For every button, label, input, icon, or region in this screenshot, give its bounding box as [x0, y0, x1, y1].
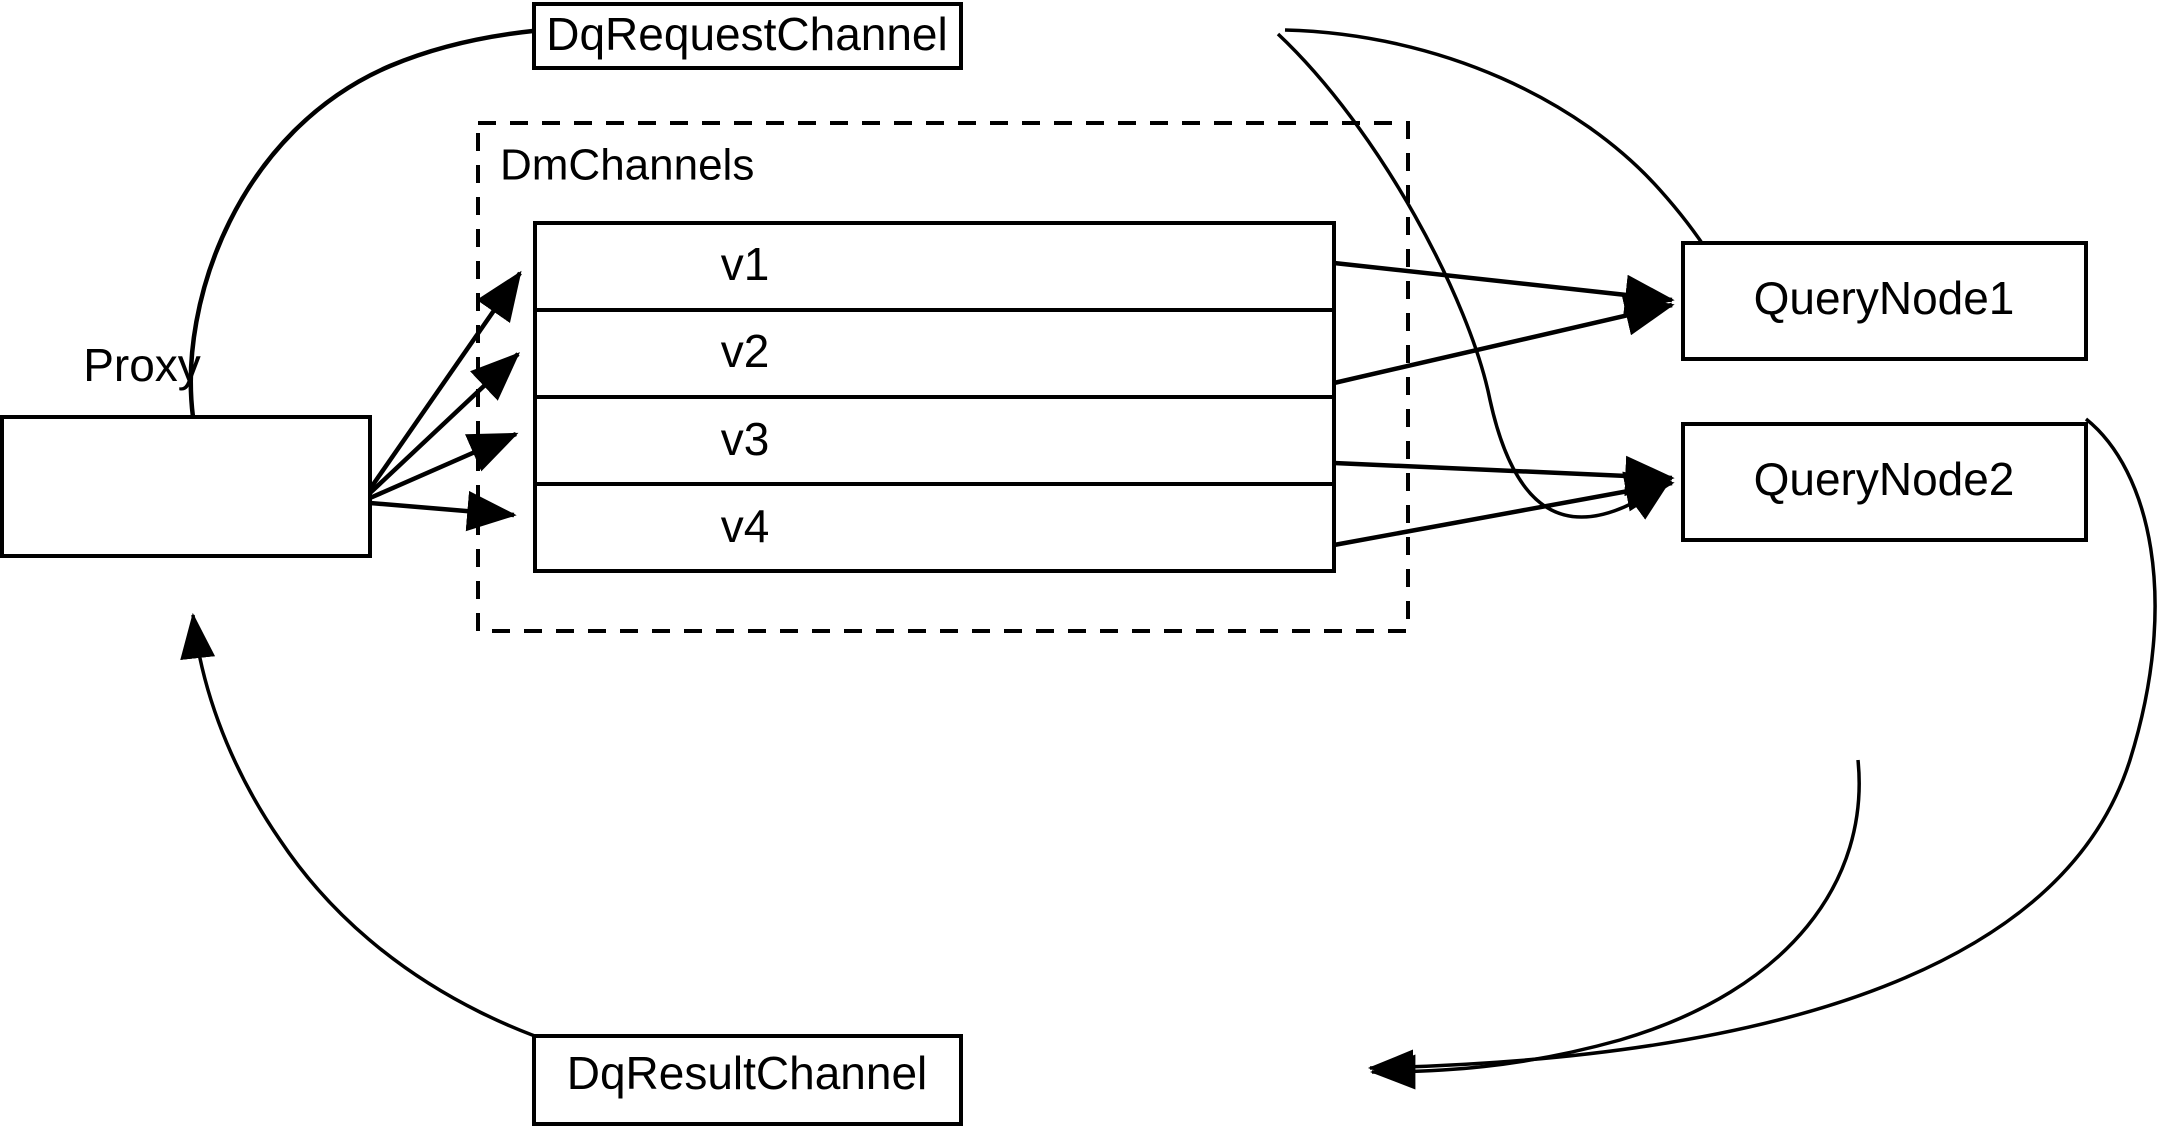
edge-querynode1-to-dqresultchannel: [1367, 417, 2157, 1085]
edge-proxy-to-v4: [369, 490, 517, 532]
node-querynode1-label: QueryNode1: [1754, 272, 2015, 324]
edge-proxy-to-v3: [369, 431, 519, 501]
edge-dqresultchannel-to-proxy: [180, 612, 743, 1080]
node-querynode2-label: QueryNode2: [1754, 453, 2015, 505]
node-dqrequestchannel-label: DqRequestChannel: [546, 8, 948, 60]
dmchannels-group-border: [476, 121, 1410, 633]
node-proxy-label: Proxy: [83, 339, 201, 391]
node-querynode1[interactable]: [1681, 241, 2088, 361]
edge-v2-to-querynode1: [1333, 295, 1675, 386]
node-dqresultchannel-label: DqResultChannel: [567, 1047, 928, 1099]
vchannel-label-v4: v4: [721, 500, 770, 552]
edge-v4-to-querynode2: [1333, 471, 1675, 548]
node-dqresultchannel[interactable]: [532, 1034, 963, 1126]
node-querynode2[interactable]: [1681, 422, 2088, 542]
edge-dqrequestchannel-to-querynode1: [1284, 28, 1753, 338]
edge-v1-to-querynode1: [1333, 260, 1675, 316]
vchannel-label-v2: v2: [721, 325, 770, 377]
dmchannels-group-label: DmChannels: [500, 141, 754, 190]
edge-proxy-to-v2: [368, 352, 520, 495]
node-proxy[interactable]: [0, 415, 372, 558]
edge-v3-to-querynode2: [1333, 455, 1675, 497]
edge-dqrequestchannel-to-querynode2: [1276, 32, 1672, 520]
vchannel-label-v1: v1: [721, 238, 770, 290]
edge-querynode2-to-dqresultchannel: [1369, 759, 1861, 1090]
node-dqrequestchannel[interactable]: [532, 2, 963, 70]
vchannel-label-v3: v3: [721, 413, 770, 465]
edge-proxy-to-v1: [368, 270, 522, 491]
